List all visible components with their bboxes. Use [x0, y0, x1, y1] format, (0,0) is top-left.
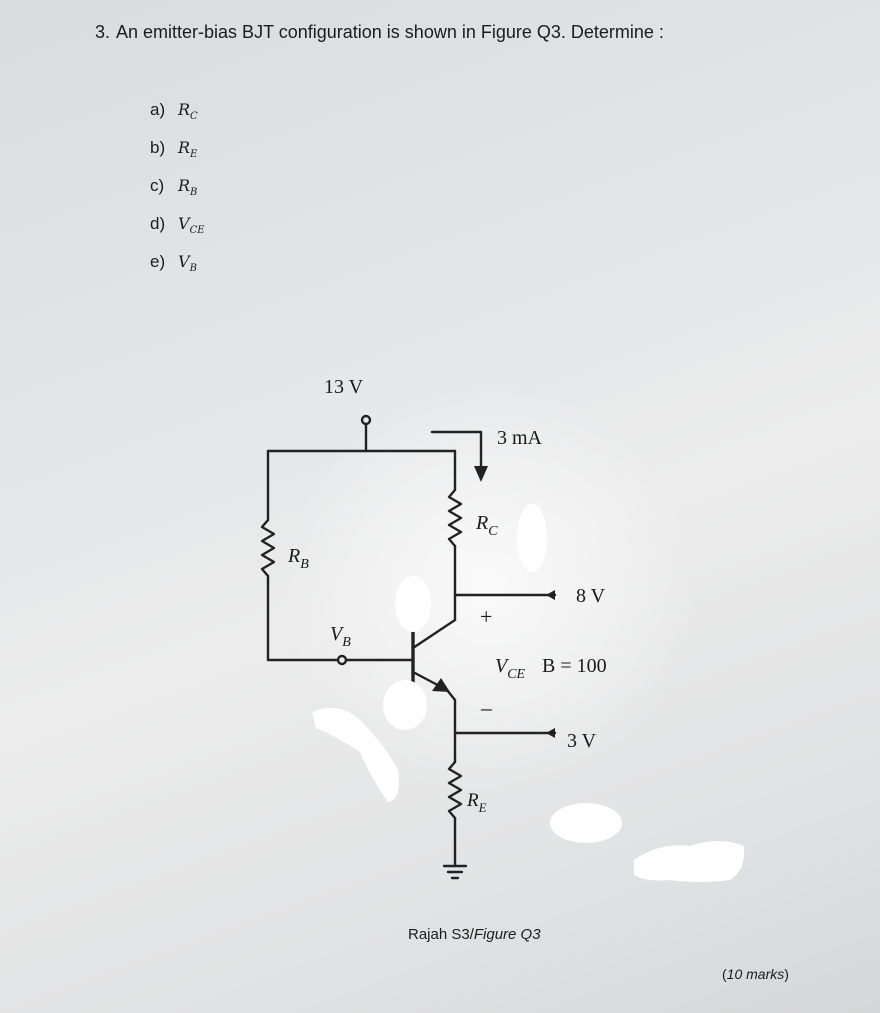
part-a: a)RC — [150, 100, 198, 123]
vc-label: 8 V — [576, 585, 606, 607]
rb-resistor — [260, 518, 276, 578]
figure-caption: Rajah S3/Figure Q3 — [408, 926, 541, 943]
redaction-mark — [550, 803, 622, 843]
question-header: 3.An emitter-bias BJT configuration is s… — [95, 22, 664, 43]
re-resistor — [447, 760, 463, 820]
part-c: c)RB — [150, 176, 198, 199]
current-label: 3 mA — [497, 427, 543, 449]
redaction-mark — [395, 576, 431, 632]
ve-arrowhead — [546, 728, 555, 738]
rc-label: RC — [475, 512, 498, 539]
part-b: b)RE — [150, 138, 198, 161]
part-d: d)VCE — [150, 214, 205, 237]
vce-label: VCE — [495, 655, 526, 682]
transistor-collector — [411, 618, 457, 650]
question-number: 3. — [95, 22, 111, 42]
rb-label: RB — [287, 545, 309, 572]
emitter-arrowhead — [432, 678, 450, 692]
supply-label: 13 V — [324, 376, 364, 398]
beta-label: B = 100 — [542, 655, 607, 677]
rc-resistor — [447, 488, 463, 548]
ve-label: 3 V — [567, 730, 597, 752]
vc-arrowhead — [546, 590, 555, 600]
current-arrow-line — [430, 430, 483, 470]
current-arrowhead — [474, 466, 488, 482]
vb-label: VB — [330, 623, 351, 650]
question-parts: a)RC b)RE c)RB d)VCE e)VB — [150, 100, 205, 290]
redaction-mark — [634, 841, 745, 882]
part-e: e)VB — [150, 252, 197, 275]
redaction-mark — [517, 504, 547, 572]
redaction-mark — [312, 707, 399, 802]
question-text: An emitter-bias BJT configuration is sho… — [116, 22, 664, 42]
redaction-mark — [383, 680, 427, 730]
vce-plus: + — [480, 604, 492, 629]
marks-label: (10 marks) — [722, 966, 789, 982]
re-label: RE — [466, 790, 487, 815]
vce-minus: – — [480, 695, 493, 720]
